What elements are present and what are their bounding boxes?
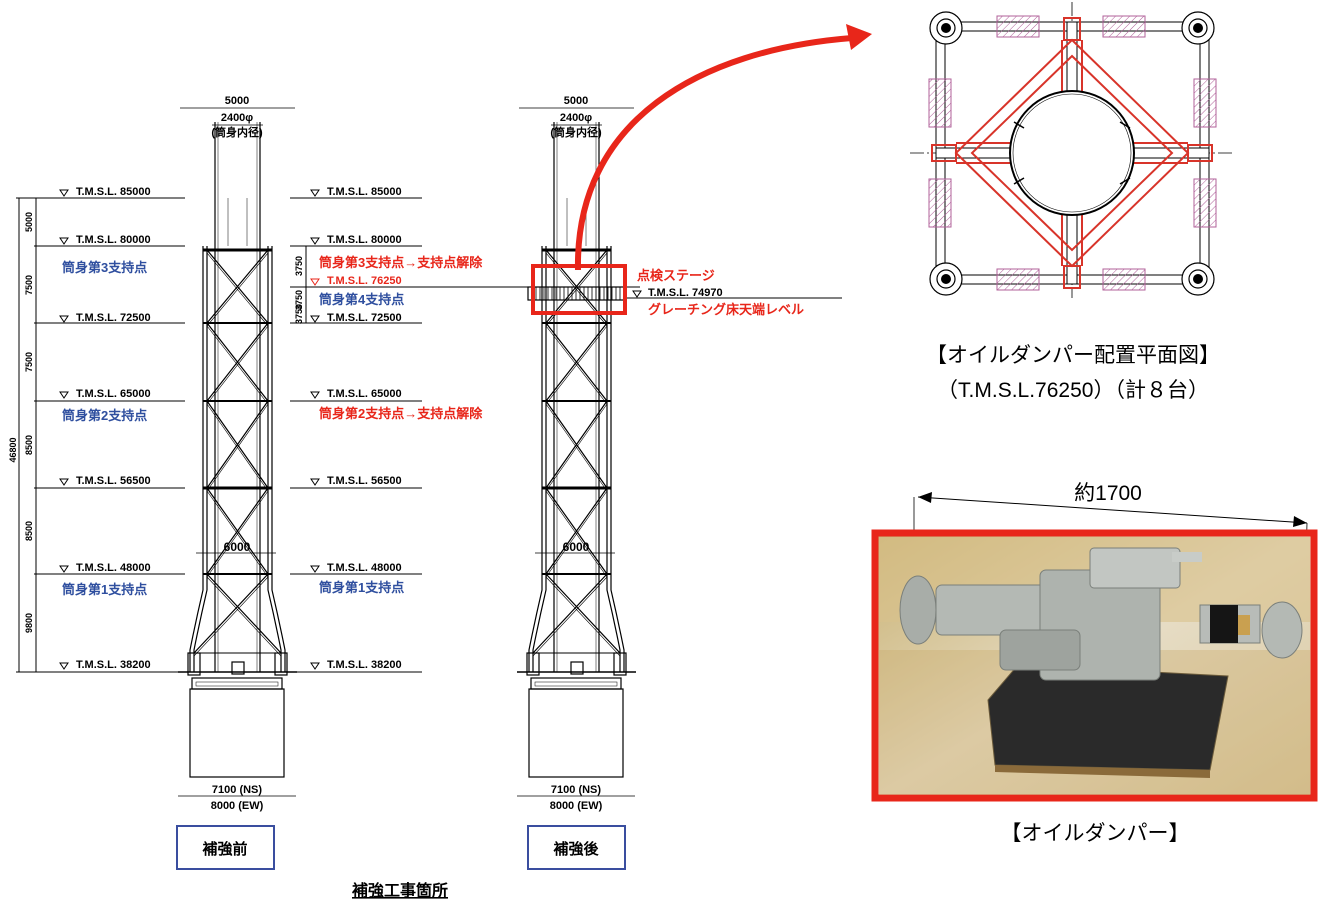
- level-56500-before: T.M.S.L. 56500: [76, 475, 151, 487]
- damper-8: [1193, 178, 1217, 228]
- diameter-note-before: (筒身内径): [211, 125, 263, 139]
- level-38200-before: T.M.S.L. 38200: [76, 659, 151, 671]
- plan-view: [910, 2, 1233, 298]
- diameter-after: 2400φ: [560, 112, 592, 124]
- tower-before-labels: 5000 2400φ (筒身内径) 6000 7100 (NS) 8000 (E…: [211, 95, 264, 812]
- level-48000-after: T.M.S.L. 48000: [327, 562, 402, 574]
- photo-caption: 【オイルダンパー】: [1001, 822, 1190, 845]
- damper-1: [996, 15, 1040, 38]
- level-74970: T.M.S.L. 74970: [648, 287, 723, 299]
- damper-2: [1102, 15, 1146, 38]
- main-caption: 補強工事箇所: [351, 881, 448, 900]
- support-2-release: 筒身第2支持点→支持点解除: [319, 406, 483, 421]
- caption-before: 補強前: [201, 840, 247, 858]
- callout-arrowhead: [846, 24, 872, 50]
- length-arrow-left: [918, 492, 932, 503]
- support-2-before: 筒身第2支持点: [62, 408, 147, 423]
- level-72500-before: T.M.S.L. 72500: [76, 312, 151, 324]
- base-ew-after: 8000 (EW): [550, 800, 603, 812]
- dim-3750b: 3750: [294, 290, 304, 310]
- dim-9800: 9800: [24, 613, 34, 633]
- left-dimension-labels: 46800 5000 7500 7500 8500 8500 9800: [8, 212, 34, 633]
- dim-7500b: 7500: [24, 352, 34, 372]
- stage-label: 点検ステージ: [637, 268, 715, 283]
- level-72500-after: T.M.S.L. 72500: [327, 312, 402, 324]
- level-74970-marker: [632, 290, 642, 298]
- after-dimension-labels: 3750 3750 3750: [294, 256, 304, 324]
- level-80000-before: T.M.S.L. 80000: [76, 234, 151, 246]
- mid-width-after: 6000: [563, 540, 590, 554]
- damper-6: [928, 178, 952, 228]
- level-76250-after: T.M.S.L. 76250: [327, 275, 402, 287]
- level-65000-after: T.M.S.L. 65000: [327, 388, 402, 400]
- damper-4: [1102, 268, 1146, 291]
- top-width-after: 5000: [564, 95, 588, 107]
- length-dimension-line: [917, 496, 1308, 524]
- level-38200-after: T.M.S.L. 38200: [327, 659, 402, 671]
- caption-after: 補強後: [552, 840, 599, 858]
- tower-after: [517, 107, 636, 797]
- plan-subtitle: （T.M.S.L.76250）（計８台）: [937, 379, 1209, 402]
- level-65000-before: T.M.S.L. 65000: [76, 388, 151, 400]
- support-3-release: 筒身第3支持点→支持点解除: [319, 255, 483, 270]
- base-ns-after: 7100 (NS): [551, 784, 601, 796]
- plan-title: 【オイルダンパー配置平面図】: [926, 344, 1220, 367]
- diameter-note-after: (筒身内径): [550, 125, 602, 139]
- grating-label: グレーチング床天端レベル: [648, 302, 804, 317]
- support-1-after: 筒身第1支持点: [319, 580, 404, 595]
- callout-arrow: [574, 35, 853, 271]
- support-4: 筒身第4支持点: [319, 292, 404, 307]
- support-3-before: 筒身第3支持点: [62, 260, 147, 275]
- level-85000-before: T.M.S.L. 85000: [76, 186, 151, 198]
- tower-after-labels: 5000 2400φ (筒身内径) 6000 7100 (NS) 8000 (E…: [550, 95, 804, 812]
- level-85000-after: T.M.S.L. 85000: [327, 186, 402, 198]
- mid-width-before: 6000: [224, 540, 251, 554]
- caption-box-after: [527, 825, 626, 870]
- length-label: 約1700: [1074, 482, 1142, 505]
- dim-8500a: 8500: [24, 435, 34, 455]
- caption-box-before: [176, 825, 275, 870]
- diameter-before: 2400φ: [221, 112, 253, 124]
- dim-5000: 5000: [24, 212, 34, 232]
- level-48000-before: T.M.S.L. 48000: [76, 562, 151, 574]
- damper-3: [996, 268, 1040, 291]
- level-56500-after: T.M.S.L. 56500: [327, 475, 402, 487]
- dim-3750c: 3750: [294, 304, 304, 324]
- dim-7500a: 7500: [24, 275, 34, 295]
- damper-5: [928, 78, 952, 128]
- length-arrow-right: [1293, 516, 1307, 527]
- damper-photo: [871, 529, 1318, 802]
- dim-total: 46800: [8, 437, 18, 462]
- support-1-before: 筒身第1支持点: [62, 582, 147, 597]
- base-ew-before: 8000 (EW): [211, 800, 264, 812]
- base-ns-before: 7100 (NS): [212, 784, 262, 796]
- level-markers-before: T.M.S.L. 85000 T.M.S.L. 80000 T.M.S.L. 7…: [59, 186, 151, 671]
- left-dimension-chain: [16, 197, 185, 673]
- tower-before: [178, 107, 297, 797]
- level-80000-after: T.M.S.L. 80000: [327, 234, 402, 246]
- dim-3750a: 3750: [294, 256, 304, 276]
- top-width-before: 5000: [225, 95, 249, 107]
- damper-7: [1193, 78, 1217, 128]
- level-markers-after: T.M.S.L. 85000 T.M.S.L. 80000 T.M.S.L. 7…: [310, 186, 483, 671]
- dim-8500b: 8500: [24, 521, 34, 541]
